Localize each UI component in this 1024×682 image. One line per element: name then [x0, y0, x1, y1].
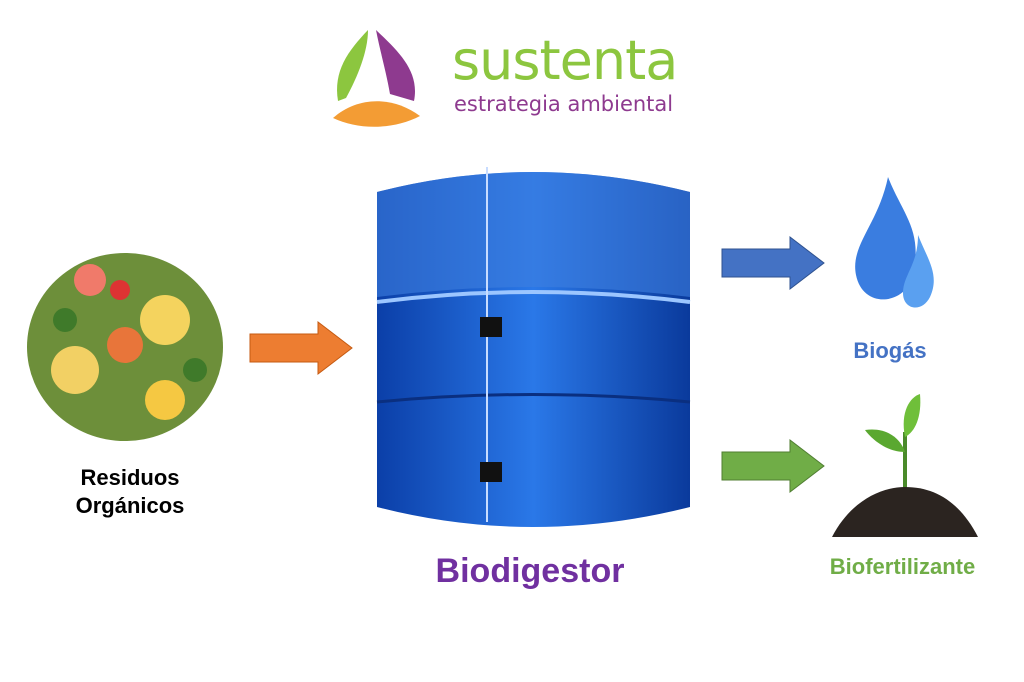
organic-waste-image — [27, 253, 223, 441]
label-residuos: Residuos Orgánicos — [75, 465, 185, 518]
logo-name: sustenta — [452, 29, 678, 92]
arrow-green — [721, 438, 825, 494]
plant-soil-icon — [832, 394, 978, 537]
logo-tagline: estrategia ambiental — [454, 92, 674, 116]
sustenta-logo-icon — [333, 30, 420, 127]
flame-icon — [855, 177, 934, 308]
label-biodigestor: Biodigestor — [435, 552, 625, 590]
biodigestor-tank-image — [376, 167, 691, 527]
label-biogas: Biogás — [853, 338, 927, 363]
arrow-blue — [721, 235, 825, 291]
label-biofertilizante: Biofertilizante — [829, 554, 976, 579]
arrow-orange — [249, 320, 353, 376]
